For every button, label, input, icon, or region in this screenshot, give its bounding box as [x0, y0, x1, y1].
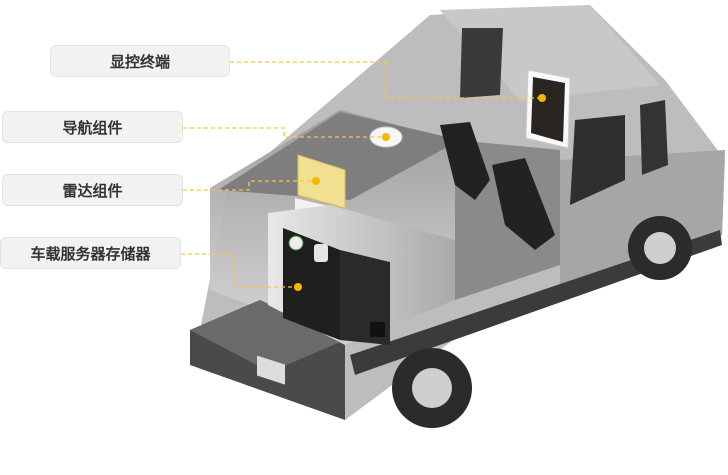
rear-window	[460, 28, 503, 98]
leader-display-terminal	[230, 61, 542, 99]
hotspot-navigation	[382, 133, 390, 141]
server-storage-device	[268, 205, 455, 345]
label-radar-module[interactable]: 雷达组件	[2, 174, 183, 206]
hotspot-server	[294, 283, 302, 291]
leader-radar	[183, 180, 316, 191]
seats	[440, 122, 555, 250]
hotspot-dots	[294, 94, 546, 291]
label-onboard-server-storage[interactable]: 车载服务器存储器	[0, 237, 181, 269]
label-text: 导航组件	[62, 118, 123, 137]
leader-navigation	[183, 127, 386, 138]
label-text: 雷达组件	[62, 181, 123, 200]
display-terminal-device	[525, 69, 571, 149]
hotspot-display-terminal	[538, 94, 546, 102]
label-display-terminal[interactable]: 显控终端	[50, 45, 230, 77]
side-window	[570, 115, 625, 205]
hotspot-radar	[312, 177, 320, 185]
label-navigation-module[interactable]: 导航组件	[2, 111, 183, 143]
windshield	[640, 100, 668, 175]
leader-lines	[181, 61, 542, 288]
license-plate	[257, 355, 285, 385]
label-text: 显控终端	[109, 52, 170, 71]
label-text: 车载服务器存储器	[30, 244, 151, 263]
